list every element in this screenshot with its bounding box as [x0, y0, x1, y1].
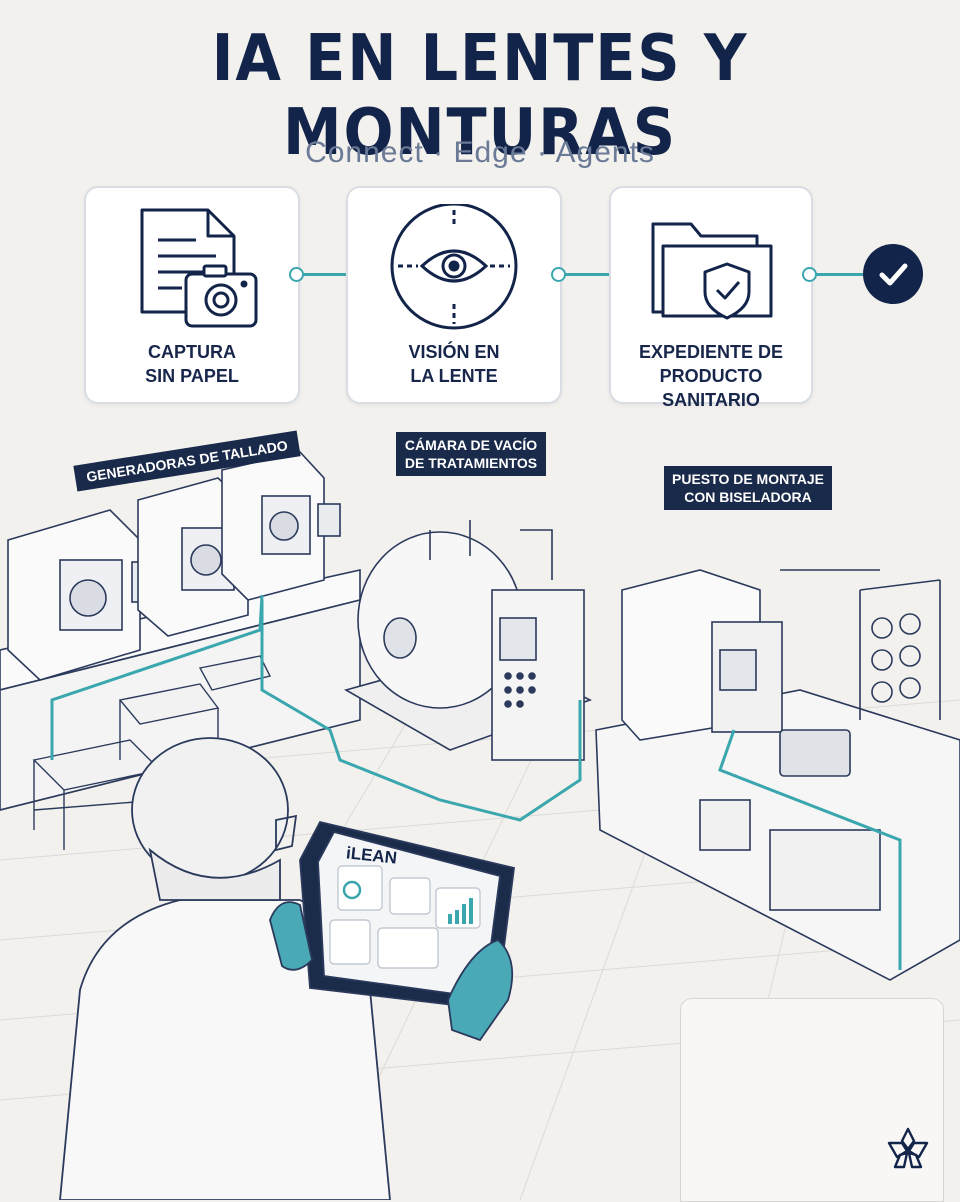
station-label-vacuum: CÁMARA DE VACÍO DE TRATAMIENTOS: [396, 432, 546, 476]
lab-illustration: [0, 451, 960, 1200]
logo-panel: [680, 998, 944, 1202]
connector-dot: [289, 267, 304, 282]
step-card-vision: VISIÓN EN LA LENTE: [346, 186, 562, 404]
connector-line: [296, 273, 346, 276]
page-title: IA EN LENTES Y MONTURAS: [211, 22, 749, 170]
worker-figure: [59, 737, 515, 1200]
edging-station: [595, 569, 960, 981]
station-label-mounting: PUESTO DE MONTAJE CON BISELADORA: [664, 466, 832, 510]
step-label-capture: CAPTURA SIN PAPEL: [145, 342, 239, 386]
connector-dot: [802, 267, 817, 282]
step-label-record: EXPEDIENTE DE PRODUCTO SANITARIO: [638, 342, 784, 410]
document-camera-icon: [140, 208, 258, 328]
vacuum-chamber: [343, 520, 593, 761]
check-icon: [879, 263, 908, 286]
flower-logo-icon: [887, 1127, 929, 1169]
step-card-capture: CAPTURA SIN PAPEL: [84, 186, 300, 404]
folder-shield-icon: [651, 222, 773, 320]
completion-badge: [863, 244, 923, 304]
lens-eye-icon: [390, 204, 518, 330]
step-label-vision: VISIÓN EN LA LENTE: [408, 342, 500, 386]
page-subtitle: Connect · Edge · Agents: [305, 136, 655, 169]
connector-dot: [551, 267, 566, 282]
connector-line: [558, 273, 609, 276]
connector-line: [809, 273, 863, 276]
step-card-record: EXPEDIENTE DE PRODUCTO SANITARIO: [609, 186, 813, 410]
